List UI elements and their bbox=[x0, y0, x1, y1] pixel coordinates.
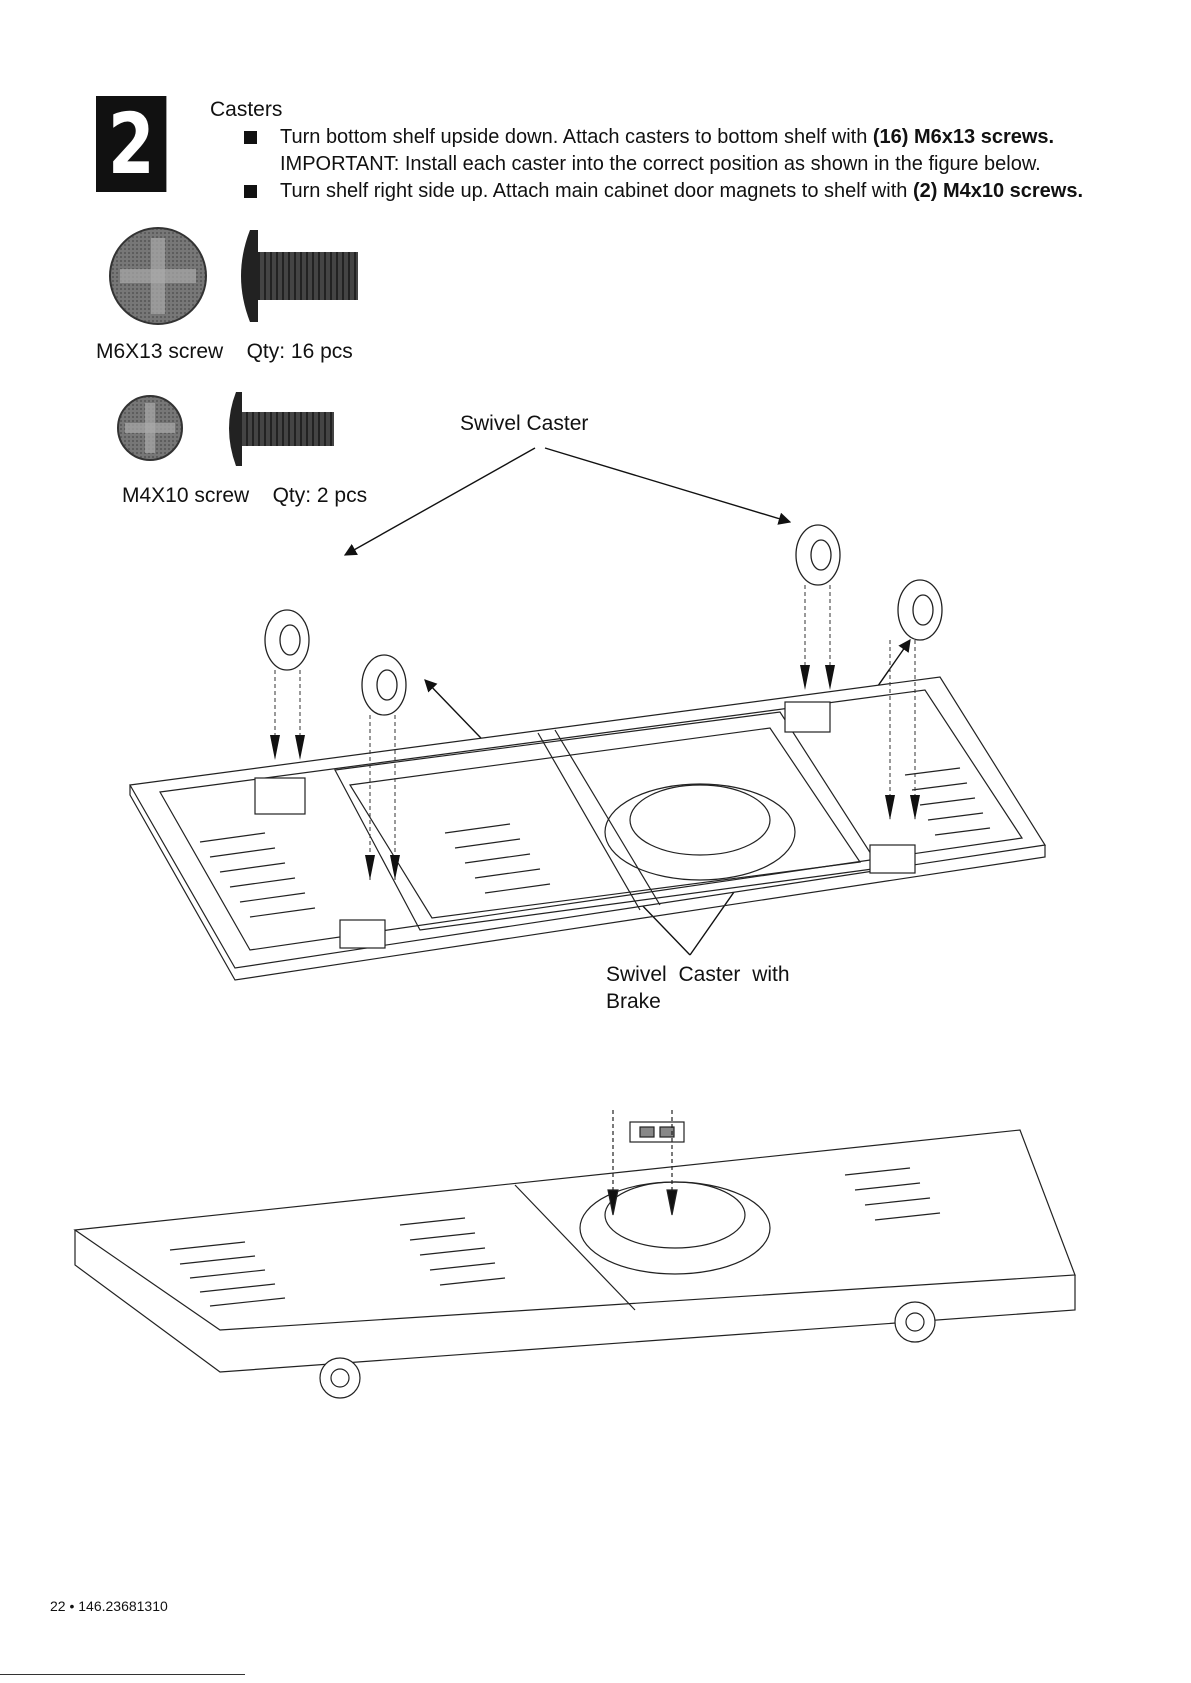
screw-side-icon bbox=[241, 230, 358, 322]
screw-side-icon bbox=[229, 392, 334, 466]
bottom-shelf-right-side-up bbox=[73, 1129, 1076, 1399]
instruction-item: Turn bottom shelf upside down. Attach ca… bbox=[240, 124, 1140, 178]
brake-caster-callout-line1: Swivel Caster with bbox=[606, 963, 790, 986]
bottom-rule bbox=[0, 1674, 245, 1675]
phillips-screw-icon bbox=[109, 227, 207, 325]
hardware-label-m6: M6X13 screw Qty: 16 pcs bbox=[96, 340, 353, 363]
page-footer: 22 • 146.23681310 bbox=[50, 1598, 168, 1614]
instruction-item: Turn shelf right side up. Attach main ca… bbox=[240, 178, 1140, 205]
square-bullet-icon bbox=[244, 185, 257, 198]
hardware-label-m4: M4X10 screw Qty: 2 pcs bbox=[122, 484, 368, 507]
section-title: Casters bbox=[210, 98, 283, 121]
door-magnet-icon bbox=[607, 1110, 685, 1216]
swivel-caster-callout: Swivel Caster bbox=[460, 412, 589, 435]
bottom-shelf-upside-down bbox=[129, 676, 1046, 981]
square-bullet-icon bbox=[244, 131, 257, 144]
swivel-caster-icon bbox=[264, 524, 943, 716]
brake-caster-callout-line2: Brake bbox=[606, 990, 661, 1013]
step-number-badge: 2 bbox=[96, 96, 167, 192]
important-note: IMPORTANT: Install each caster into the … bbox=[280, 153, 1041, 175]
instruction-list: Turn bottom shelf upside down. Attach ca… bbox=[240, 124, 1140, 205]
phillips-screw-icon bbox=[117, 395, 183, 461]
